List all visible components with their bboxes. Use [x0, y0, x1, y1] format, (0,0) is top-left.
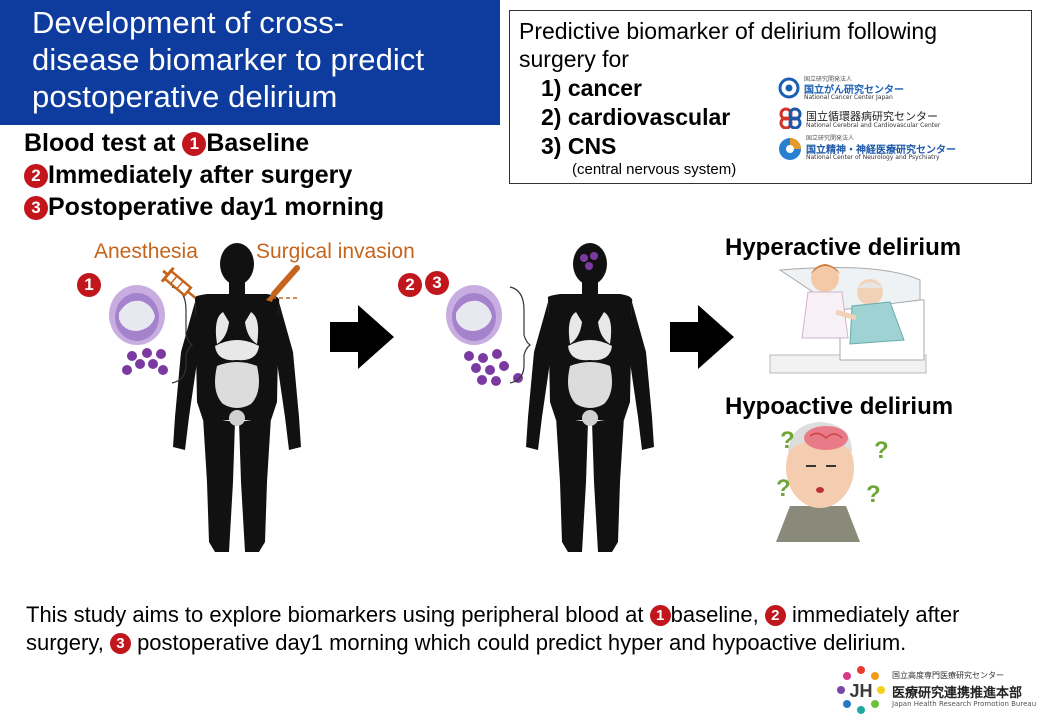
title-banner: Development of cross- disease biomarker …: [0, 0, 500, 125]
footer-marker-1: 1: [649, 605, 671, 626]
study-description: This study aims to explore biomarkers us…: [26, 601, 1026, 657]
jh-mark-text: JH: [849, 681, 872, 701]
jh-logo-small: 国立高度専門医療研究センター: [892, 671, 1004, 680]
question-mark-4-icon: ?: [866, 481, 881, 508]
scalpel-icon: [266, 265, 300, 302]
hypoactive-illustration-icon: [776, 422, 860, 542]
ncvc-logo-sub: National Cerebral and Cardiovascular Cen…: [806, 122, 941, 129]
blood-test-prefix: Blood test at: [24, 129, 183, 157]
jh-logo-mark-icon: JH: [837, 666, 885, 714]
syringe-icon: [160, 266, 197, 299]
ncc-logo: 国立研究開発法人 国立がん研究センター National Cancer Cent…: [778, 75, 1018, 105]
body-silhouette-postop: [526, 243, 654, 552]
hyperactive-illustration-icon: [769, 264, 927, 374]
jh-logo: JH 国立高度専門医療研究センター 医療研究連携推進本部 Japan Healt…: [836, 665, 1040, 717]
question-mark-3-icon: ?: [874, 437, 889, 464]
ncnp-logo-small: 国立研究開発法人: [806, 135, 855, 142]
brace-baseline-icon: [171, 286, 193, 384]
arrow-right-1-icon: [330, 305, 394, 369]
question-mark-2-icon: ?: [776, 475, 791, 502]
ncc-logo-small: 国立研究開発法人: [804, 76, 853, 83]
biomarker-heading-1: Predictive biomarker of delirium followi…: [519, 18, 937, 44]
biomarker-item-cancer: 1) cancer: [541, 75, 643, 101]
blood-particles-postop-icon: [464, 349, 523, 386]
immune-cell-postop-icon: [446, 285, 502, 345]
marker-2-badge: 2: [24, 164, 48, 188]
cns-note: (central nervous system): [572, 161, 737, 178]
blood-test-baseline: Baseline: [206, 129, 310, 157]
title-line-1: Development of cross-: [32, 5, 345, 40]
title-line-2: disease biomarker to predict: [32, 42, 425, 77]
footer-marker-3: 3: [109, 633, 131, 654]
footer-part-1: This study aims to explore biomarkers us…: [26, 602, 650, 627]
ncc-logo-mark-icon: [778, 77, 800, 99]
marker-1-badge: 1: [182, 132, 207, 156]
biomarker-item-cardiovascular: 2) cardiovascular: [541, 104, 731, 130]
jh-logo-sub: Japan Health Research Promotion Bureau: [892, 700, 1037, 708]
footer-part-2: baseline,: [670, 602, 765, 627]
brace-postop-icon: [509, 286, 531, 384]
hypoactive-label: Hypoactive delirium: [725, 393, 954, 420]
blood-test-immediately: Immediately after surgery: [48, 161, 353, 189]
hyperactive-label: Hyperactive delirium: [725, 234, 962, 261]
jh-logo-main: 医療研究連携推進本部: [892, 686, 1023, 701]
ncnp-logo-main: 国立精神・神経医療研究センター: [806, 145, 956, 156]
biomarker-heading-2: surgery for: [519, 46, 629, 72]
footer-part-4: postoperative day1 morning which could p…: [130, 630, 907, 655]
diagram-artwork: ? ? ? ?: [109, 243, 927, 552]
title-line-3: postoperative delirium: [32, 79, 338, 114]
blood-test-postop: Postoperative day1 morning: [48, 193, 385, 221]
marker-3-badge: 3: [24, 196, 48, 220]
biomarker-item-cns: 3) CNS: [541, 133, 617, 159]
anesthesia-label: Anesthesia: [94, 240, 198, 263]
immune-cell-baseline-icon: [109, 285, 165, 345]
ncnp-logo-mark-icon: [779, 138, 801, 160]
blood-particles-baseline-icon: [122, 348, 168, 375]
diagram-marker-3: 3: [425, 271, 449, 295]
footer-marker-2: 2: [764, 605, 786, 626]
footer-part-3: immediately after surgery,: [26, 602, 960, 655]
diagram-marker-1: 1: [77, 273, 101, 297]
ncc-logo-sub: National Cancer Center Japan: [804, 94, 893, 101]
ncc-logo-main: 国立がん研究センター: [804, 85, 904, 96]
ncvc-logo-main: 国立循環器病研究センター: [806, 110, 938, 123]
ncvc-logo: 国立循環器病研究センター National Cerebral and Cardi…: [778, 106, 1028, 132]
ncvc-logo-mark-icon: [779, 107, 802, 129]
surgical-invasion-label: Surgical invasion: [256, 240, 415, 263]
ncnp-logo-sub: National Center of Neurology and Psychia…: [806, 154, 940, 161]
diagram-marker-2: 2: [398, 273, 422, 297]
ncnp-logo: 国立研究開発法人 国立精神・神経医療研究センター National Center…: [778, 133, 1028, 167]
biomarker-box: Predictive biomarker of delirium followi…: [509, 10, 1032, 184]
question-mark-1-icon: ?: [780, 427, 795, 454]
arrow-right-2-icon: [670, 305, 734, 369]
